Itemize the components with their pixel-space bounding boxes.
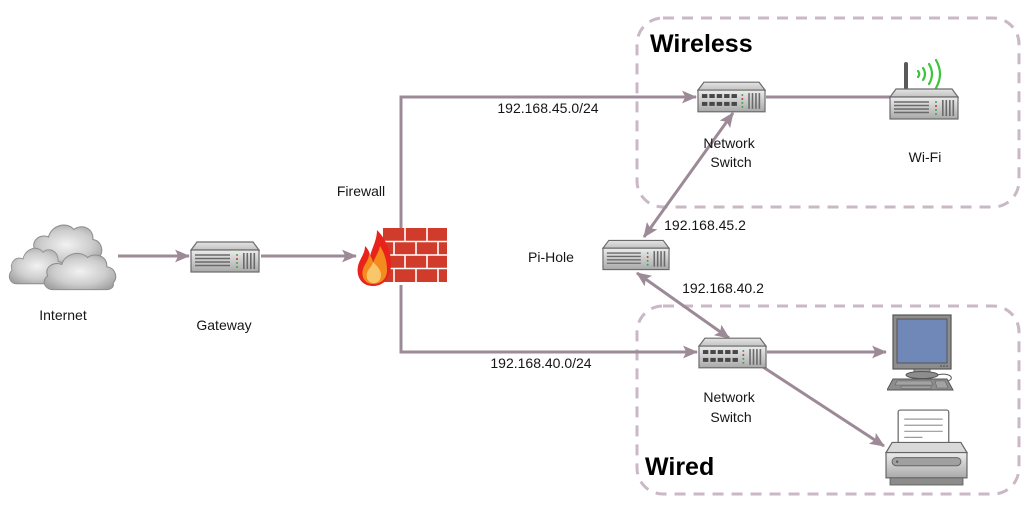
node-wifi: Wi-Fi [889,58,959,165]
group-wired: Wired [635,304,1021,496]
edge-firewall-wireless-switch [399,90,698,228]
wired-switch-label-line-1: Network [703,389,755,405]
group-wireless: Wireless [635,16,1021,209]
gateway-label: Gateway [196,317,251,333]
firewall-icon [356,227,448,287]
wifi-router-icon [889,58,959,120]
node-gateway: Gateway [190,241,260,333]
edges [118,90,890,448]
firewall-label: Firewall [337,183,385,199]
node-wireless-switch: Network Switch [697,81,766,170]
edge-labels: 192.168.45.0/24 192.168.40.0/24 192.168.… [490,100,764,371]
pihole-label: Pi-Hole [528,249,574,265]
network-switch-icon [698,337,767,369]
wired-switch-label: Network Switch [703,389,758,425]
edge-pihole-wired-switch [636,271,730,340]
wired-group-label: Wired [645,453,714,481]
node-wired-switch: Network Switch [698,337,767,425]
network-switch-icon [697,81,766,113]
edge-pihole-wireless-switch [642,112,735,238]
node-printer [885,409,968,486]
server-icon [602,239,670,271]
wifi-label: Wi-Fi [909,149,942,165]
edge-label-pihole-wired-ip: 192.168.40.2 [682,280,764,296]
node-computer [887,314,954,391]
printer-icon [885,409,968,486]
edge-label-wireless-subnet: 192.168.45.0/24 [497,100,598,116]
wireless-switch-label-line-2: Switch [710,154,751,170]
edge-firewall-wired-switch [399,285,699,359]
internet-label: Internet [39,307,87,323]
node-pihole: Pi-Hole [528,239,670,271]
edge-label-wired-subnet: 192.168.40.0/24 [490,355,591,371]
desktop-computer-icon [887,314,954,391]
server-icon [190,241,260,273]
wired-group-border [635,304,1021,496]
wireless-group-label: Wireless [650,30,753,58]
wireless-group-border [635,16,1021,209]
node-firewall: Firewall [337,183,448,287]
edge-wired-switch-printer [762,365,885,448]
edge-label-pihole-wireless-ip: 192.168.45.2 [664,217,746,233]
wireless-switch-label: Network Switch [703,135,758,170]
wireless-switch-label-line-1: Network [703,135,755,151]
node-internet: Internet [8,224,117,323]
wired-switch-label-line-2: Switch [710,409,751,425]
